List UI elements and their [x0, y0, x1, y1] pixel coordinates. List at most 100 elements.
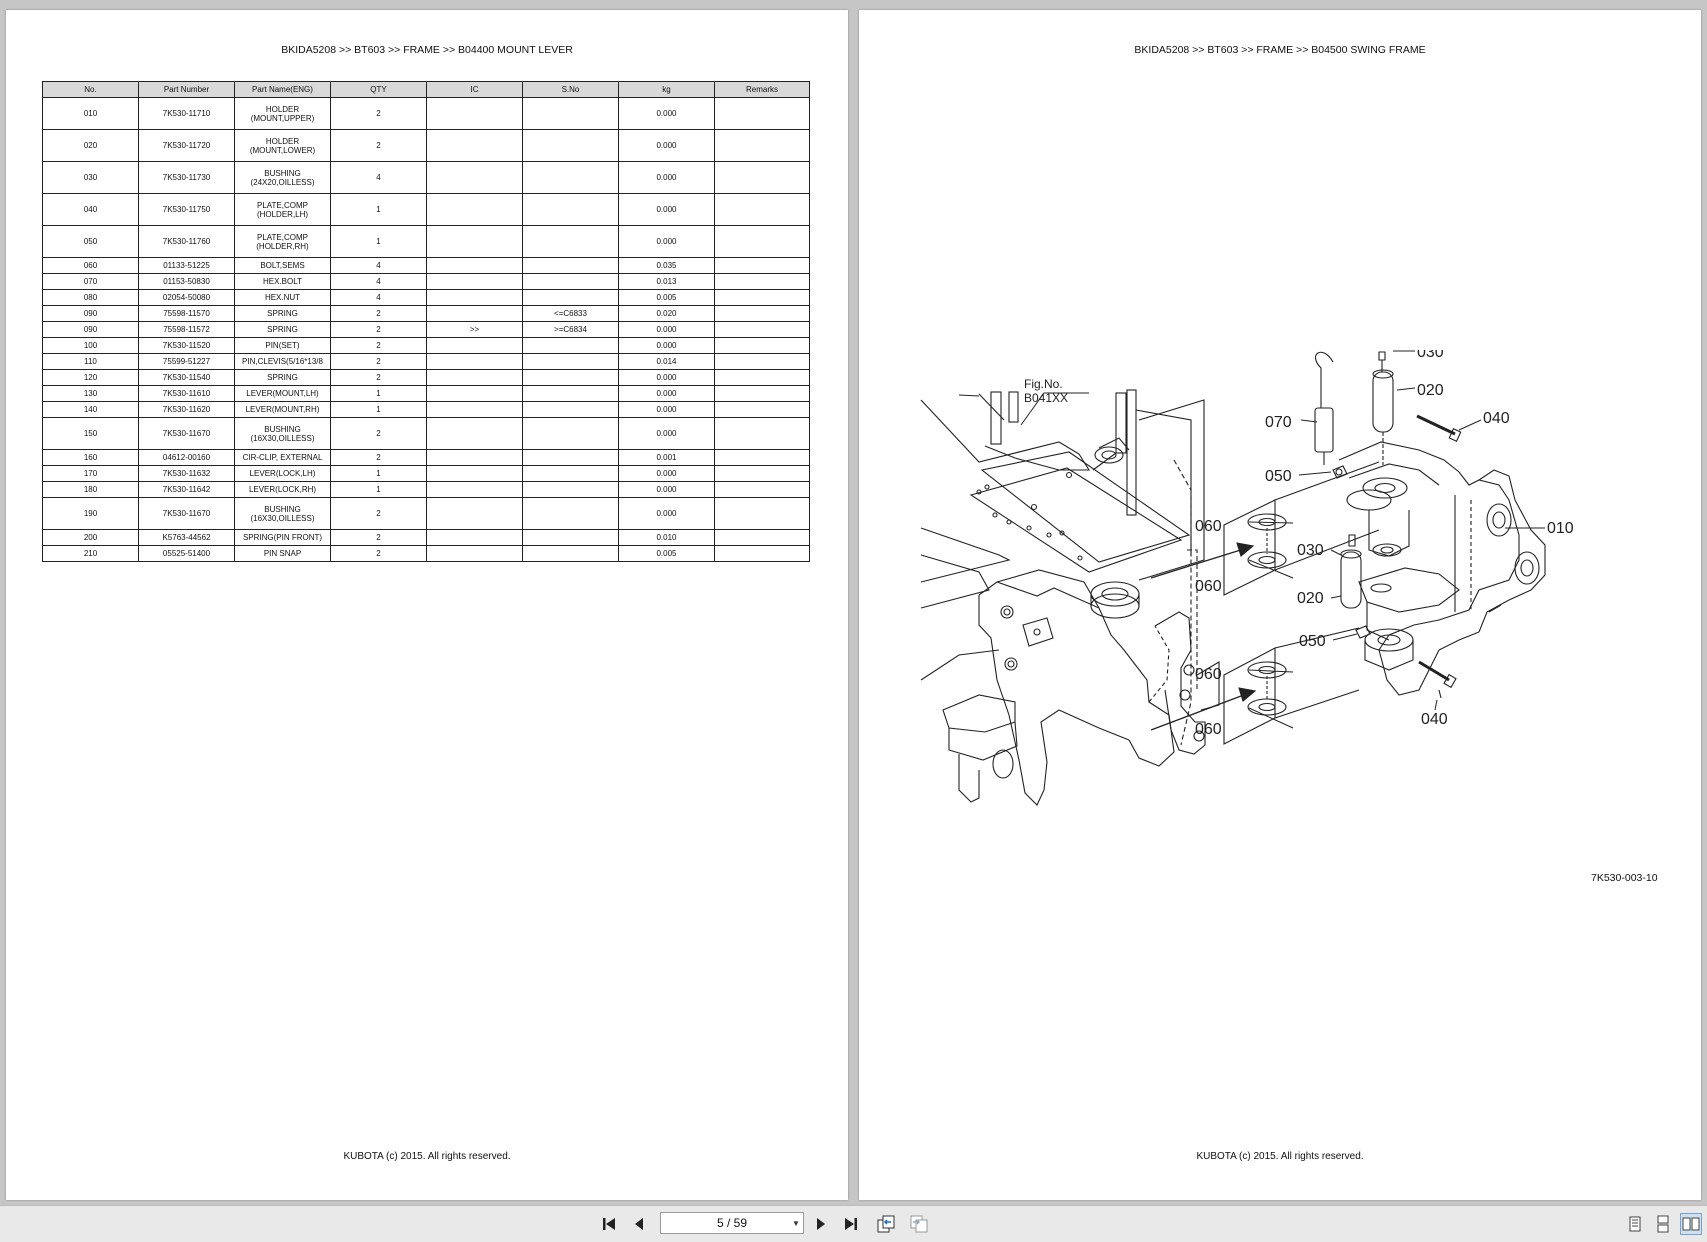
- cell-part-name: PIN SNAP: [234, 545, 331, 562]
- cell-part-number: 01133-51225: [138, 257, 235, 274]
- cell-sno: [522, 465, 619, 482]
- col-header-ic: IC: [426, 81, 523, 98]
- cell-kg: 0.000: [618, 417, 715, 450]
- cell-remarks: [714, 321, 810, 338]
- cell-remarks: [714, 545, 810, 562]
- cell-ic: [426, 481, 523, 498]
- cell-sno: [522, 273, 619, 290]
- cell-remarks: [714, 97, 810, 130]
- cell-part-name: PLATE,COMP(HOLDER,RH): [234, 225, 331, 258]
- cell-qty: 2: [330, 337, 427, 354]
- cell-remarks: [714, 257, 810, 274]
- fig-ref-number: B041XX: [1024, 391, 1068, 405]
- cell-part-name: BUSHING(16X30,OILLESS): [234, 417, 331, 450]
- last-page-button[interactable]: [840, 1213, 862, 1235]
- col-header-qty: QTY: [330, 81, 427, 98]
- part-name-line: SPRING: [267, 309, 298, 318]
- callout-020-mid: 020: [1297, 590, 1324, 607]
- cell-ic: [426, 225, 523, 258]
- single-page-view-button[interactable]: [1624, 1213, 1646, 1235]
- cell-no: 110: [42, 353, 139, 370]
- right-document-page: BKIDA5208 >> BT603 >> FRAME >> B04500 SW…: [859, 10, 1701, 1200]
- cell-part-name: LEVER(MOUNT,LH): [234, 385, 331, 402]
- cell-kg: 0.001: [618, 449, 715, 466]
- prev-page-button[interactable]: [628, 1213, 650, 1235]
- cell-kg: 0.005: [618, 545, 715, 562]
- last-page-icon: [845, 1218, 857, 1230]
- continuous-view-icon: [1657, 1215, 1669, 1233]
- cell-part-number: 7K530-11620: [138, 401, 235, 418]
- cell-remarks: [714, 369, 810, 386]
- part-name-line: HEX.NUT: [264, 293, 301, 302]
- cell-qty: 2: [330, 321, 427, 338]
- cell-sno: [522, 129, 619, 162]
- part-name-line: PLATE,COMP: [257, 232, 308, 242]
- cell-no: 100: [42, 337, 139, 354]
- cell-remarks: [714, 129, 810, 162]
- cell-ic: [426, 129, 523, 162]
- cell-kg: 0.000: [618, 129, 715, 162]
- col-header-no: No.: [42, 81, 139, 98]
- cell-part-name: SPRING(PIN FRONT): [234, 529, 331, 546]
- part-name-line: SPRING: [267, 373, 298, 382]
- cell-no: 020: [42, 129, 139, 162]
- part-name-line: BOLT,SEMS: [260, 261, 305, 270]
- cell-ic: [426, 305, 523, 322]
- figure-code: 7K530-003-10: [1591, 872, 1658, 884]
- cell-part-number: 7K530-11730: [138, 161, 235, 194]
- cell-kg: 0.000: [618, 97, 715, 130]
- part-name-line: (MOUNT,LOWER): [249, 145, 316, 155]
- cell-qty: 2: [330, 529, 427, 546]
- part-name-line: (MOUNT,UPPER): [250, 113, 315, 123]
- cell-part-name: HOLDER(MOUNT,UPPER): [234, 97, 331, 130]
- part-name-line: LEVER(LOCK,LH): [249, 469, 316, 478]
- part-name-line: BUSHING: [264, 504, 301, 514]
- part-name-line: LEVER(LOCK,RH): [248, 485, 317, 494]
- part-name-line: HOLDER: [265, 136, 300, 146]
- cell-ic: [426, 369, 523, 386]
- page-indicator: 5 / 59: [716, 1216, 748, 1230]
- cell-ic: [426, 97, 523, 130]
- cell-kg: 0.000: [618, 385, 715, 402]
- cell-sno: [522, 97, 619, 130]
- part-name-line: PIN,CLEVIS(5/16*13/8: [242, 357, 323, 366]
- cell-ic: [426, 449, 523, 466]
- left-page-header: BKIDA5208 >> BT603 >> FRAME >> B04400 MO…: [281, 44, 573, 56]
- cell-kg: 0.000: [618, 337, 715, 354]
- cell-qty: 2: [330, 97, 427, 130]
- cell-part-number: K5763-44562: [138, 529, 235, 546]
- cell-remarks: [714, 497, 810, 530]
- first-page-icon: [603, 1218, 615, 1230]
- cell-kg: 0.000: [618, 465, 715, 482]
- next-page-icon: [817, 1218, 825, 1230]
- cell-kg: 0.000: [618, 225, 715, 258]
- cell-kg: 0.000: [618, 161, 715, 194]
- cell-part-name: BOLT,SEMS: [234, 257, 331, 274]
- continuous-view-button[interactable]: [1652, 1213, 1674, 1235]
- cell-no: 120: [42, 369, 139, 386]
- cell-qty: 4: [330, 273, 427, 290]
- cell-remarks: [714, 401, 810, 418]
- go-forward-view-button[interactable]: [908, 1213, 930, 1235]
- col-header-part-number: Part Number: [138, 81, 235, 98]
- cell-no: 070: [42, 273, 139, 290]
- col-header-remarks: Remarks: [714, 81, 810, 98]
- first-page-button[interactable]: [598, 1213, 620, 1235]
- go-back-view-button[interactable]: [875, 1213, 897, 1235]
- cell-sno: [522, 337, 619, 354]
- two-page-view-button[interactable]: [1680, 1213, 1702, 1235]
- part-name-line: SPRING: [267, 325, 298, 334]
- cell-part-number: 01153-50830: [138, 273, 235, 290]
- page-number-select[interactable]: 5 / 59 ▼: [660, 1212, 804, 1234]
- cell-part-name: SPRING: [234, 305, 331, 322]
- callout-060-a: 060: [1195, 518, 1222, 535]
- cell-sno: <=C6833: [522, 305, 619, 322]
- next-page-button[interactable]: [810, 1213, 832, 1235]
- cell-sno: [522, 481, 619, 498]
- viewer-toolbar: 5 / 59 ▼: [0, 1205, 1707, 1242]
